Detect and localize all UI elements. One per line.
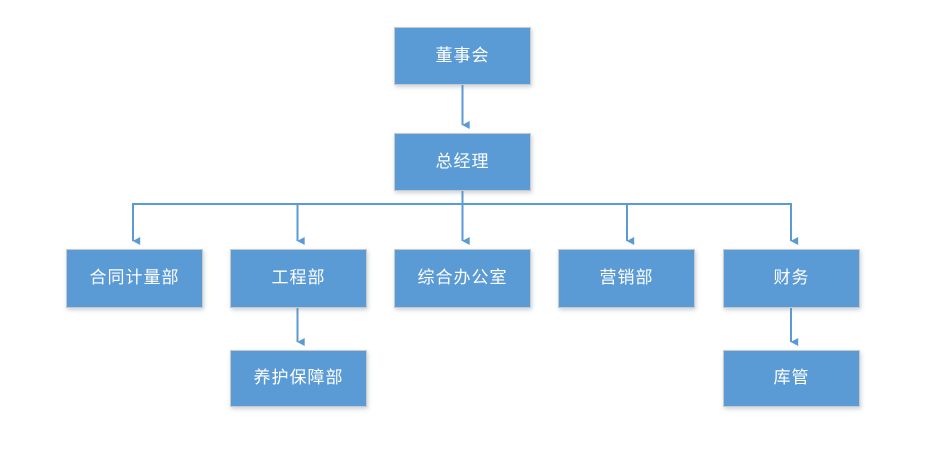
node-engineering-label: 工程部 [271, 268, 326, 288]
node-contract-measurement-label: 合同计量部 [89, 268, 180, 288]
node-maintenance-support-label: 养护保障部 [253, 368, 344, 388]
node-finance-label: 财务 [773, 268, 810, 288]
node-board-label: 董事会 [435, 45, 490, 66]
node-marketing-label: 营销部 [599, 268, 654, 288]
node-contract-measurement[interactable]: 合同计量部 [66, 249, 203, 308]
node-general-manager[interactable]: 总经理 [394, 133, 531, 191]
node-general-office-label: 综合办公室 [417, 268, 508, 288]
node-warehouse-label: 库管 [773, 368, 810, 388]
node-maintenance-support[interactable]: 养护保障部 [230, 350, 367, 407]
node-marketing[interactable]: 营销部 [558, 249, 695, 308]
node-engineering[interactable]: 工程部 [230, 249, 367, 308]
node-finance[interactable]: 财务 [723, 249, 860, 308]
node-general-office[interactable]: 综合办公室 [394, 249, 531, 308]
node-board[interactable]: 董事会 [394, 27, 531, 85]
node-warehouse[interactable]: 库管 [723, 350, 860, 407]
node-general-manager-label: 总经理 [435, 151, 490, 172]
